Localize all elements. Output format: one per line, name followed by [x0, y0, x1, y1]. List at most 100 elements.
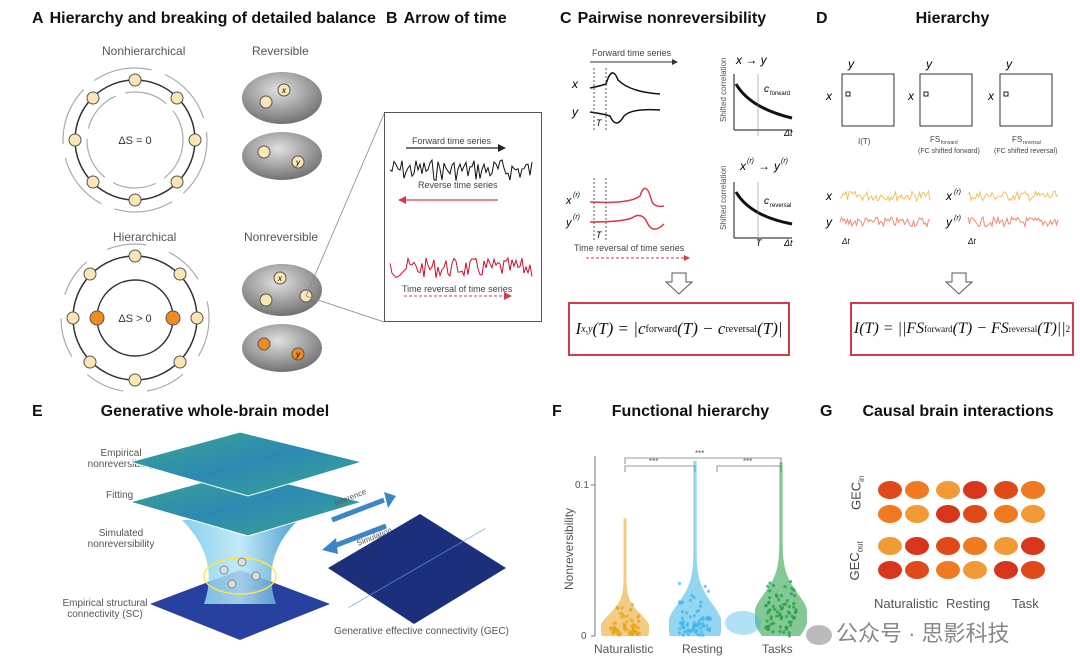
whole-brain-model: Inference Simulation — [130, 431, 506, 640]
brain-reversible-top: x — [242, 72, 322, 124]
nonhierarchical-label: Nonhierarchical — [102, 44, 186, 58]
g-col-resting: Resting — [946, 596, 991, 611]
brain-map — [963, 537, 987, 555]
svg-text:c: c — [764, 84, 769, 95]
brain-map — [963, 561, 987, 579]
svg-text:y: y — [295, 350, 301, 359]
svg-text:y: y — [847, 57, 855, 71]
violin-point — [630, 603, 635, 607]
brain-map — [1021, 505, 1045, 523]
watermark: 公众号 · 思影科技 — [806, 616, 1010, 648]
violin-point — [678, 601, 682, 606]
violin-point — [771, 583, 776, 587]
brain-map — [936, 505, 960, 523]
violin-point — [625, 620, 629, 624]
violin-point — [780, 615, 784, 619]
nonreversible-label: Nonreversible — [244, 230, 319, 244]
violin-point — [685, 629, 689, 633]
svg-text:x → y: x → y — [735, 53, 768, 67]
violin-point — [690, 593, 694, 598]
violin-resting-secondary — [725, 610, 761, 635]
svg-text:x: x — [907, 89, 915, 103]
violin-point — [772, 621, 776, 625]
violin-point — [779, 593, 783, 598]
brain-map — [963, 481, 987, 499]
f-group-resting: Resting — [682, 642, 723, 656]
brain-maps-grid — [878, 481, 1045, 579]
violin-point — [792, 588, 796, 592]
svg-text:x: x — [571, 77, 579, 91]
svg-text:x: x — [565, 195, 572, 207]
time-reversal-label: Time reversal of time series — [402, 284, 513, 294]
brain-map — [936, 561, 960, 579]
violin-point — [680, 616, 684, 620]
violin-point — [688, 615, 692, 619]
violin-point — [678, 621, 682, 625]
violin-point — [771, 604, 775, 608]
violin-point — [693, 614, 697, 618]
reversed-signal — [389, 256, 533, 279]
violin-point — [685, 611, 689, 615]
svg-text:y: y — [295, 158, 301, 167]
svg-text:FS: FS — [1012, 135, 1022, 144]
brain-map — [878, 561, 902, 579]
violin-point — [627, 630, 631, 634]
fitting-label: Fitting — [106, 490, 134, 501]
violin-point — [614, 621, 618, 625]
violin-point — [767, 624, 771, 628]
brain-nonreversible-bottom: y — [242, 324, 322, 372]
violin-point — [700, 621, 704, 625]
svg-text:forward: forward — [770, 91, 790, 97]
svg-text:reversal: reversal — [770, 203, 791, 209]
empirical-matrix — [130, 431, 364, 497]
svg-text:x: x — [945, 189, 953, 203]
hierarchical-label: Hierarchical — [113, 230, 177, 244]
violin-point — [636, 619, 641, 623]
gec-matrix — [328, 514, 506, 624]
violin-point — [778, 604, 782, 608]
violin-point — [789, 592, 793, 596]
violin-point — [787, 634, 791, 638]
brain-map — [1021, 561, 1045, 579]
violin-point — [787, 631, 791, 635]
ds-zero: ΔS = 0 — [118, 135, 151, 147]
svg-text:y: y — [571, 105, 579, 119]
time-series-plots — [389, 144, 533, 300]
violin-point — [680, 610, 685, 614]
violin-point — [699, 600, 703, 604]
violin-point — [789, 623, 793, 627]
violin-point — [620, 615, 624, 619]
violin-point — [681, 624, 685, 628]
f-tick-zero: 0 — [581, 631, 587, 642]
svg-text:***: *** — [743, 457, 752, 466]
violin-point — [630, 619, 634, 623]
violin-point — [701, 625, 705, 629]
violin-point — [635, 625, 639, 629]
brain-reversible-bottom: y — [242, 132, 322, 180]
violin-resting — [669, 460, 721, 636]
down-arrow-c-icon — [664, 272, 694, 295]
svg-text:Δt: Δt — [967, 237, 976, 246]
svg-text:y: y — [825, 215, 833, 229]
violin-point — [692, 595, 696, 600]
svg-text:(r): (r) — [954, 189, 961, 196]
svg-text:Δt: Δt — [783, 128, 793, 138]
violin-point — [705, 624, 709, 628]
violin-point — [769, 615, 773, 619]
svg-text:T: T — [596, 230, 603, 240]
violin-point — [622, 625, 627, 630]
violin-point — [768, 581, 772, 585]
brain-map — [963, 505, 987, 523]
brain-map — [1021, 537, 1045, 555]
violin-point — [695, 632, 700, 637]
svg-text:y: y — [945, 215, 953, 229]
reverse-label: Reverse time series — [418, 180, 498, 190]
c-arrow: → — [758, 159, 770, 173]
svg-text:x: x — [825, 89, 833, 103]
violin-point — [775, 614, 779, 618]
